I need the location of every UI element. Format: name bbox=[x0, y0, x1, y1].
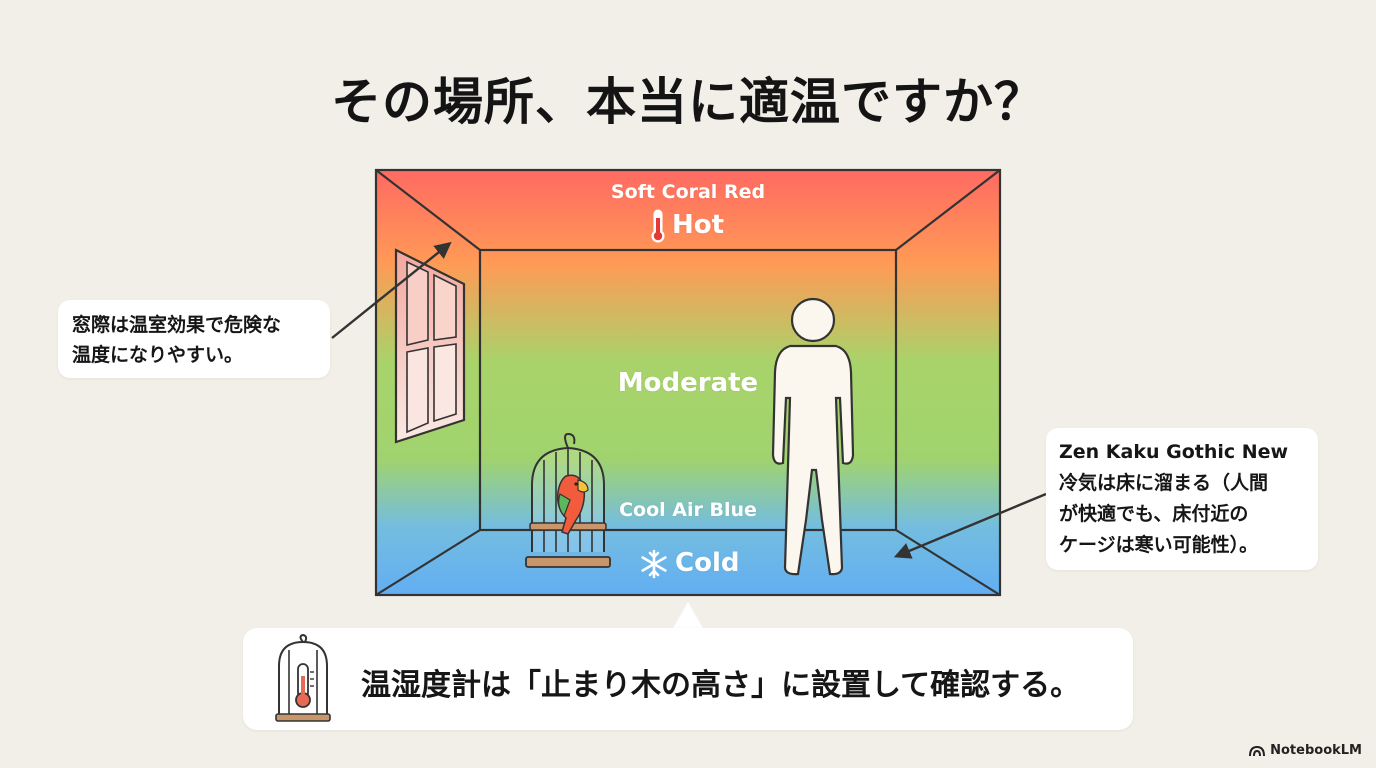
window-callout: 窓際は温室効果で危険な 温度になりやすい。 bbox=[58, 300, 330, 378]
hot-label: Hot bbox=[672, 210, 725, 240]
floor-callout-line3: ケージは寒い可能性）。 bbox=[1059, 534, 1259, 556]
thermometer-icon bbox=[651, 209, 665, 243]
notebooklm-footer: NotebookLM bbox=[1249, 743, 1362, 758]
snowflake-icon bbox=[641, 549, 667, 579]
page-title: その場所、本当に適温ですか？ bbox=[331, 73, 1045, 131]
room-back-wall bbox=[478, 248, 898, 532]
floor-callout-header: Zen Kaku Gothic New bbox=[1059, 441, 1289, 463]
top-color-label: Soft Coral Red bbox=[610, 181, 766, 203]
moderate-label: Moderate bbox=[617, 368, 759, 398]
bird-cage bbox=[525, 432, 611, 568]
window-callout-line1: 窓際は温室効果で危険な bbox=[72, 314, 282, 336]
floor-arrow bbox=[893, 492, 1047, 559]
bottom-tip-text: 温湿度計は「止まり木の高さ」に設置して確認する。 bbox=[361, 668, 1081, 703]
floor-callout-line1: 冷気は床に溜まる（人間 bbox=[1059, 472, 1269, 494]
window-arrow bbox=[331, 241, 452, 339]
notebooklm-logo-icon bbox=[1249, 745, 1266, 756]
window bbox=[394, 248, 466, 444]
footer-label: NotebookLM bbox=[1270, 743, 1362, 758]
bottom-box-pointer bbox=[672, 602, 704, 630]
cool-label: Cool Air Blue bbox=[619, 499, 757, 521]
floor-callout: Zen Kaku Gothic New 冷気は床に溜まる（人間 が快適でも、床付… bbox=[1046, 428, 1318, 570]
bottom-tip-box: 温湿度計は「止まり木の高さ」に設置して確認する。 bbox=[243, 628, 1133, 730]
cage-thermometer-icon bbox=[275, 634, 331, 722]
floor-callout-line2: が快適でも、床付近の bbox=[1059, 503, 1249, 525]
person-figure bbox=[771, 297, 855, 576]
cold-label: Cold bbox=[675, 548, 740, 578]
window-callout-line2: 温度になりやすい。 bbox=[72, 344, 244, 366]
